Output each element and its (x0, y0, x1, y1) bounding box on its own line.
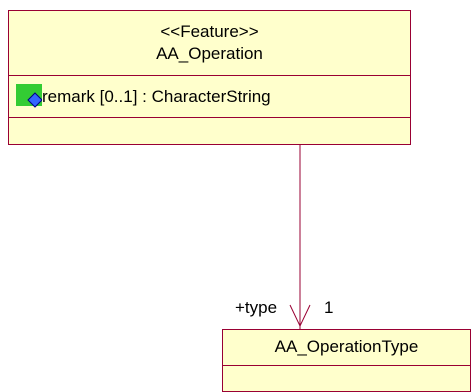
class-name-compartment: AA_OperationType (223, 330, 470, 366)
association-arrowhead (289, 304, 311, 328)
class-name-compartment: <<Feature>> AA_Operation (9, 11, 410, 76)
operation-compartment (9, 118, 410, 144)
class-name: AA_OperationType (274, 337, 419, 356)
attribute-text: remark [0..1] : CharacterString (42, 87, 271, 106)
association-multiplicity-label: 1 (324, 298, 334, 317)
class-name: AA_Operation (156, 44, 263, 63)
association-role-label: +type (235, 298, 278, 317)
class-stereotype: <<Feature>> (160, 22, 259, 41)
attribute-compartment: remark [0..1] : CharacterString (9, 76, 410, 118)
class-aa-operation[interactable]: <<Feature>> AA_Operation remark [0..1] :… (8, 10, 411, 145)
attribute-row[interactable]: remark [0..1] : CharacterString (16, 84, 271, 110)
attribute-icon (16, 84, 43, 110)
class-aa-operation-type[interactable]: AA_OperationType (222, 329, 471, 392)
